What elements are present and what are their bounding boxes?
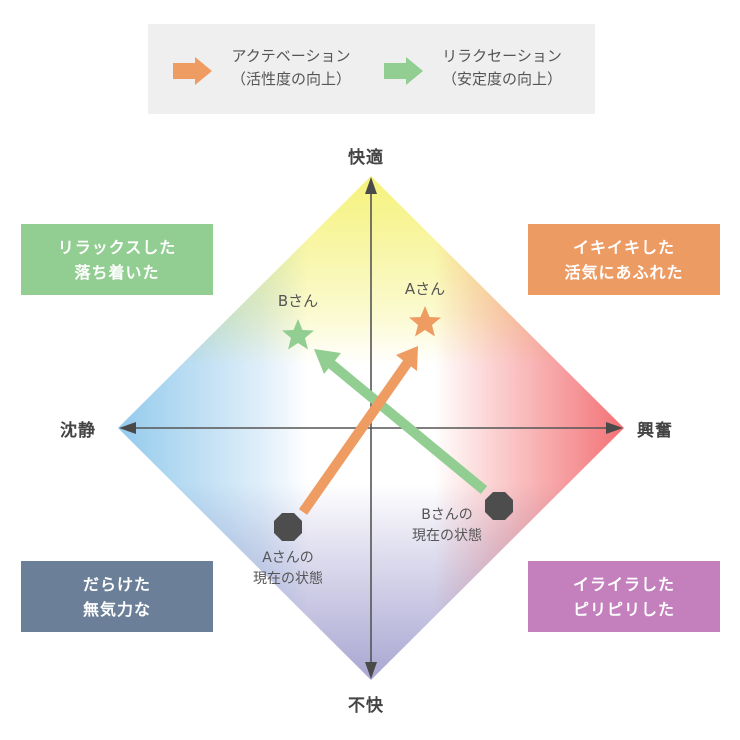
- a-target-star-icon: [409, 306, 441, 337]
- axis-label-right: 興奮: [637, 421, 673, 441]
- b-current-label-line1: Bさんの: [421, 507, 473, 523]
- quadrant-lethargic-line1: だらけた: [82, 574, 151, 594]
- quadrant-relaxed-line2: 落ち着いた: [74, 262, 160, 282]
- green-arrow-icon: [384, 63, 408, 79]
- axis-label-left: 沈静: [60, 421, 96, 441]
- relaxation-arrow: [314, 349, 488, 494]
- a-current-label-line1: Aさんの: [262, 550, 314, 566]
- quadrant-relaxed-line1: リラックスした: [57, 237, 177, 257]
- legend-activation: アクテベーション （活性度の向上）: [206, 45, 376, 91]
- quadrant-lethargic-line2: 無気力な: [82, 599, 151, 619]
- a-current-label-line2: 現在の状態: [253, 571, 323, 587]
- quadrant-lively-line1: イキイキした: [572, 237, 675, 257]
- green-arrowhead-icon: [406, 57, 423, 85]
- a-current-octagon-icon: [274, 513, 302, 541]
- legend-activation-title: アクテベーション: [231, 47, 351, 65]
- axis-label-top: 快適: [348, 148, 384, 168]
- legend-relaxation-subtitle: （安定度の向上）: [441, 70, 562, 88]
- arrow-left-icon: [119, 422, 136, 434]
- a-current-label: Aさんの 現在の状態: [238, 548, 338, 590]
- quadrant-lively-line2: 活気にあふれた: [564, 262, 684, 282]
- legend-arrows: [173, 57, 423, 85]
- arrow-down-icon: [365, 662, 377, 679]
- arrow-up-icon: [365, 177, 377, 194]
- b-current-label-line2: 現在の状態: [412, 528, 482, 544]
- b-target-label: Bさん: [277, 292, 319, 310]
- legend-relaxation-title: リラクセーション: [442, 47, 562, 65]
- b-current-octagon-icon: [485, 492, 513, 520]
- orange-arrow-icon: [173, 63, 197, 79]
- b-current-label: Bさんの 現在の状態: [397, 505, 497, 547]
- axis-label-bottom: 不快: [348, 696, 384, 716]
- a-target-label: Aさん: [404, 280, 446, 298]
- legend-relaxation: リラクセーション （安定度の向上）: [417, 45, 587, 91]
- quadrant-box-lively: イキイキした 活気にあふれた: [528, 224, 720, 295]
- quadrant-box-lethargic: だらけた 無気力な: [21, 561, 213, 632]
- b-target-star-icon: [282, 319, 314, 350]
- arrow-right-icon: [606, 422, 623, 434]
- quadrant-box-relaxed: リラックスした 落ち着いた: [21, 224, 213, 295]
- legend-activation-subtitle: （活性度の向上）: [230, 70, 351, 88]
- quadrant-irritated-line2: ピリピリした: [572, 599, 675, 619]
- quadrant-box-irritated: イライラした ピリピリした: [528, 561, 720, 632]
- activation-arrow: [298, 346, 418, 515]
- legend: [148, 24, 595, 114]
- quadrant-irritated-line1: イライラした: [572, 574, 675, 594]
- orange-arrowhead-icon: [195, 57, 212, 85]
